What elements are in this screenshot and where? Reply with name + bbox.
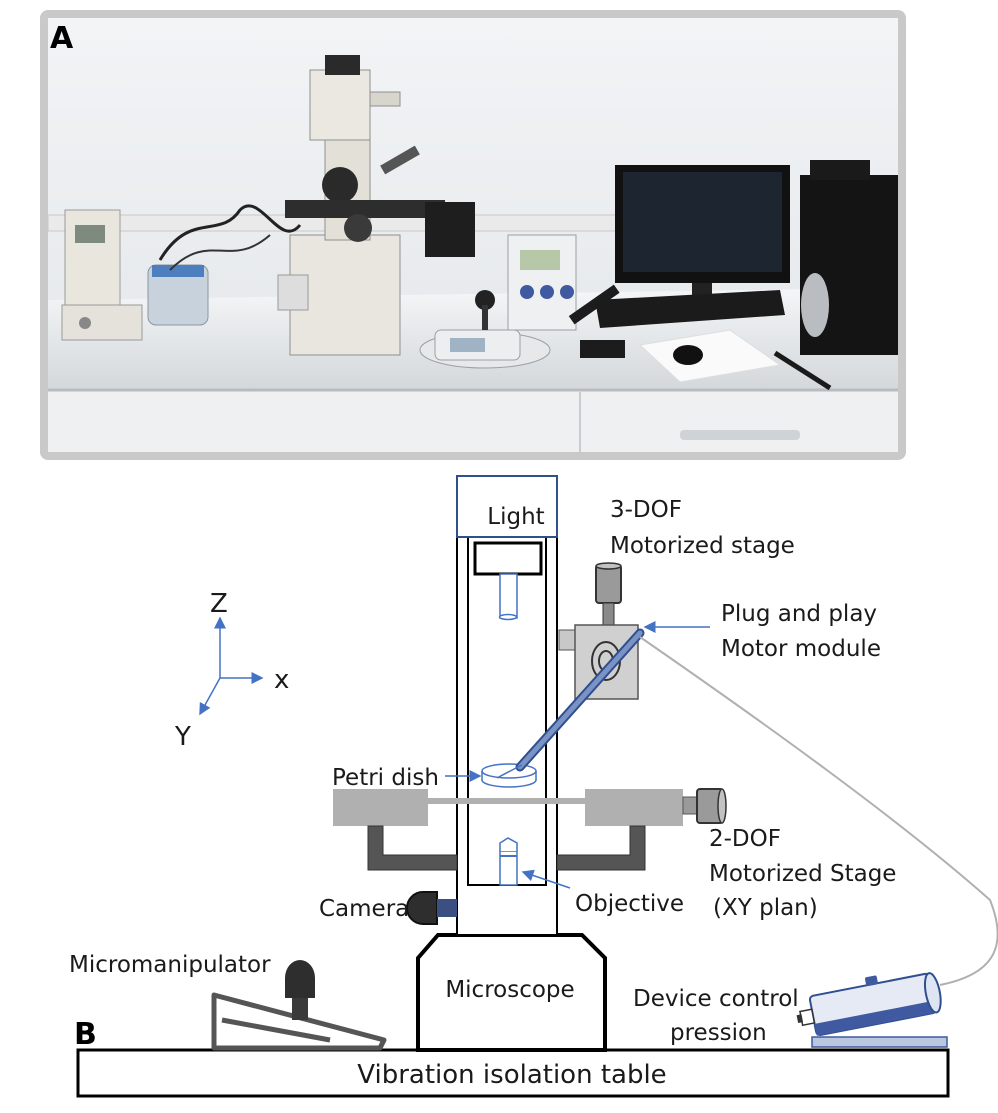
axis-x-label: x [274, 665, 289, 695]
device-label-line1: Device control [633, 986, 799, 1012]
objective-label: Objective [575, 891, 684, 917]
z-motor-shaft [602, 602, 615, 626]
condenser [473, 541, 543, 576]
stage-bracket-right [556, 825, 646, 871]
panel-a-letter: A [50, 21, 74, 56]
camera-mount [437, 899, 457, 917]
x-motor-stub [558, 629, 576, 651]
motor-module [574, 624, 639, 700]
objective-tip [499, 837, 518, 851]
microscope-label: Microscope [445, 977, 574, 1003]
stage-bracket-left [367, 825, 458, 871]
microscope-base [416, 933, 607, 1052]
camera-label: Camera [319, 896, 409, 922]
lab-setup-photo: A [40, 10, 906, 460]
condenser-lens [499, 573, 518, 619]
panel-b-letter: B [74, 1017, 97, 1052]
micromanipulator [211, 960, 387, 1051]
light-box [456, 475, 558, 538]
device-label-line2: pression [670, 1020, 767, 1046]
stage-2dof-label-line1: 2-DOF [709, 826, 781, 852]
stage-2dof-label-line2: Motorized Stage [709, 861, 896, 887]
light-label: Light [487, 504, 544, 530]
axis-indicator [199, 616, 264, 716]
xy-motor-shaft [682, 796, 698, 815]
petri-dish-label: Petri dish [332, 765, 439, 791]
stage-3dof-label-line1: 3-DOF [610, 497, 682, 523]
table-label: Vibration isolation table [357, 1060, 666, 1090]
objective-arrow [521, 869, 571, 889]
micromanipulator-label: Micromanipulator [69, 952, 271, 978]
pressure-device [796, 972, 948, 1048]
stage-2dof-label-line3: (XY plan) [713, 895, 818, 921]
xy-stage [333, 789, 683, 826]
axis-z-label: Z [210, 589, 228, 619]
camera-icon [406, 891, 438, 925]
setup-schematic: Vibration isolation table B Microscope L… [69, 475, 998, 1098]
plug-label-line1: Plug and play [721, 601, 877, 627]
pressure-tubing [639, 636, 998, 986]
z-motor-knob [595, 564, 622, 604]
plug-label-line2: Motor module [721, 636, 881, 662]
axis-y-label: Y [174, 722, 191, 752]
stage-3dof-label-line2: Motorized stage [610, 533, 795, 559]
